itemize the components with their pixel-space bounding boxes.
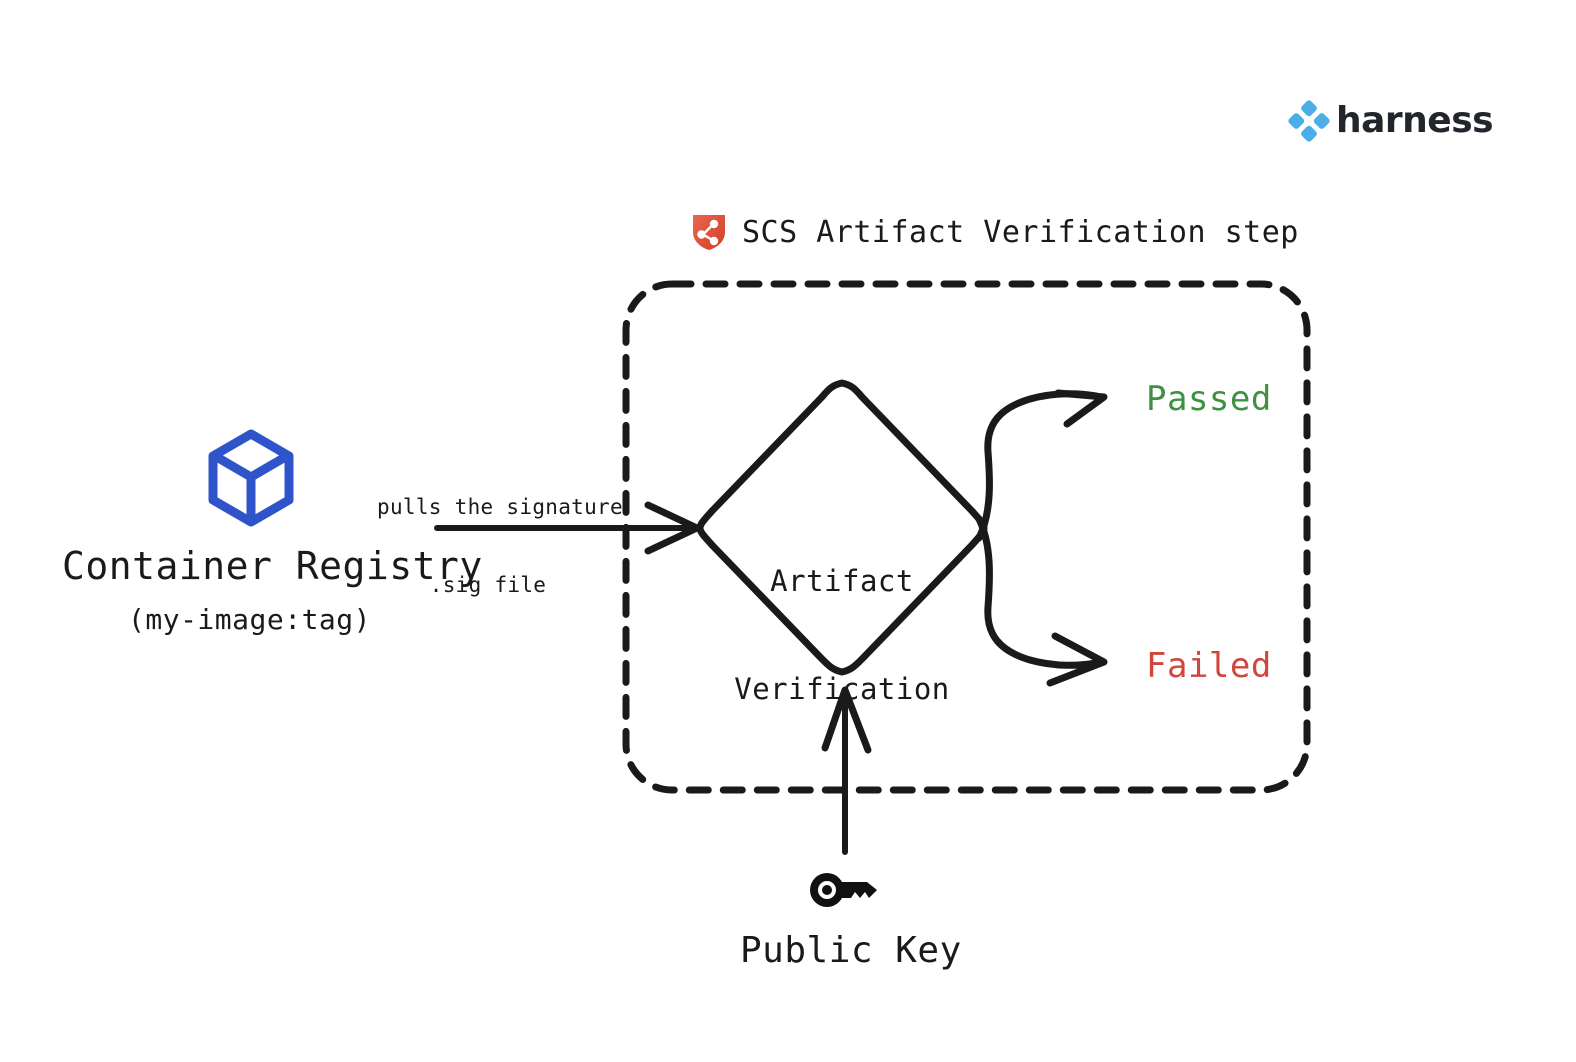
pull-signature-label: pulls the signature .sig file [377,441,623,651]
pull-signature-label-line1: pulls the signature [377,494,623,519]
container-box-icon [208,429,294,527]
pull-signature-label-line2: .sig file [429,573,547,598]
harness-wordmark: harness [1336,100,1494,141]
pull-signature-arrow [434,501,701,555]
key-icon [810,873,877,907]
result-passed-label: Passed [1146,379,1272,419]
container-registry-label: Container Registry [62,544,483,588]
scs-step-title-text: SCS Artifact Verification step [742,214,1299,250]
result-failed-label: Failed [1146,646,1272,686]
public-key-arrow [821,686,872,855]
scs-step-boundary [622,280,1311,794]
container-registry-image-tag: (my-image:tag) [128,603,372,636]
public-key-label: Public Key [740,930,962,971]
artifact-verification-label-line2: Verification [734,672,950,707]
artifact-verification-label: Artifact Verification [702,490,982,780]
artifact-verification-label-line1: Artifact [770,563,914,598]
harness-diamond-logo-icon [1288,100,1330,142]
scs-step-title: SCS Artifact Verification step [690,212,1299,252]
passed-branch-arrow [975,389,1108,542]
scs-shield-icon [693,215,725,250]
harness-logo: harness [1288,100,1494,142]
failed-branch-arrow [975,515,1108,687]
